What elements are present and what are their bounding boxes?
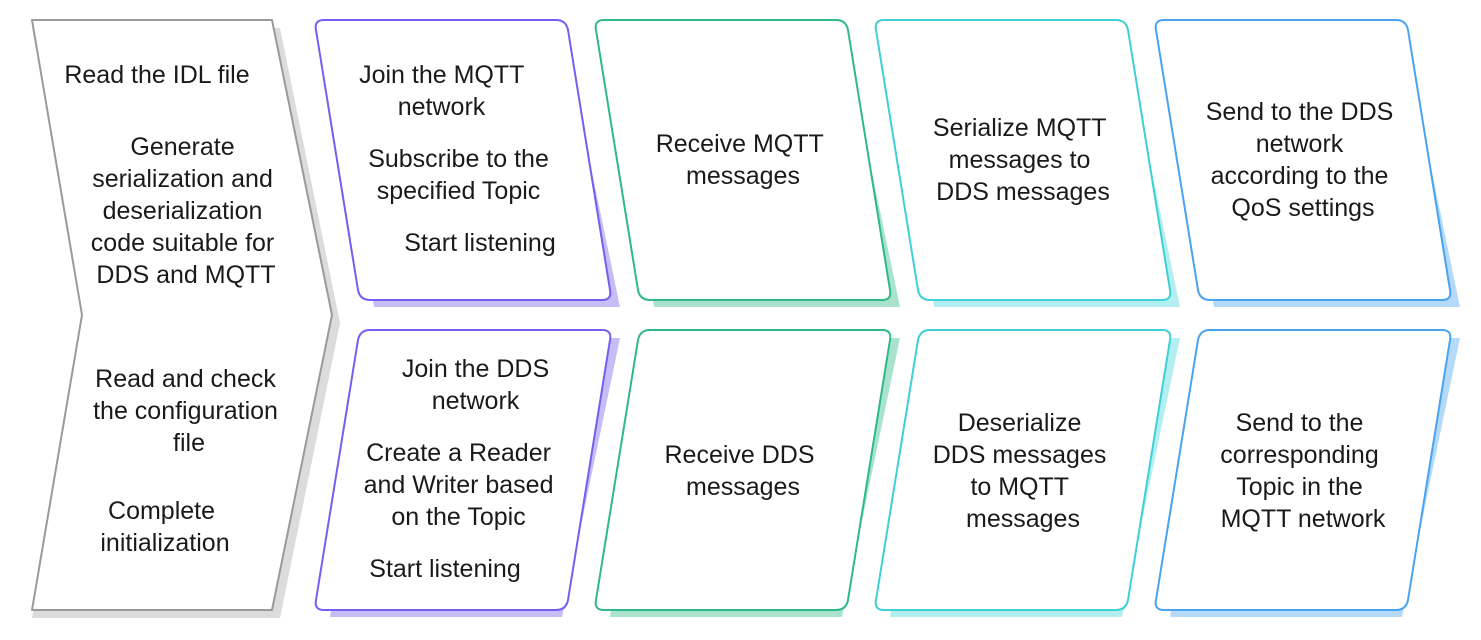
init-line: Generate — [130, 133, 234, 161]
serialize-text: Serialize MQTT messages to DDS messages — [933, 114, 1113, 206]
init-line: initialization — [100, 529, 229, 557]
init-step-read-config: Read and check the configuration file — [93, 365, 285, 457]
init-step-read-idl: Read the IDL file — [64, 61, 249, 89]
box-line: Send to the — [1236, 409, 1364, 437]
box-line: network — [432, 387, 520, 415]
init-line: the configuration — [93, 397, 278, 425]
box-line: DDS messages — [933, 441, 1107, 469]
box-line: messages — [686, 162, 800, 190]
box-line: Create a Reader — [366, 439, 551, 467]
receive-dds-box: Receive DDS messages — [594, 329, 900, 617]
init-line: Read and check — [95, 365, 276, 393]
init-chevron-shape — [31, 19, 333, 611]
deserialize-text: Deserialize DDS messages to MQTT message… — [933, 409, 1114, 533]
box-line: Serialize MQTT — [933, 114, 1106, 142]
send-dds-text: Send to the DDS network according to the… — [1206, 98, 1401, 222]
box-line: Join the MQTT — [359, 61, 524, 89]
init-line: deserialization — [103, 197, 263, 225]
box-shape — [314, 329, 612, 611]
init-step-complete: Complete initialization — [100, 497, 229, 557]
box-shape — [874, 19, 1172, 301]
serialize-box: Serialize MQTT messages to DDS messages — [874, 19, 1180, 307]
init-line: code suitable for — [91, 229, 274, 257]
dds-join-text: Join the DDS network Create a Reader and… — [364, 355, 561, 583]
box-line: to MQTT — [970, 473, 1068, 501]
init-line: DDS and MQTT — [96, 261, 275, 289]
box-line: specified Topic — [377, 177, 541, 205]
box-line: network — [1256, 130, 1344, 158]
box-line: QoS settings — [1231, 194, 1374, 222]
init-step-generate-code: Generate serialization and deserializati… — [91, 133, 281, 289]
box-line: Deserialize — [958, 409, 1082, 437]
box-shape — [874, 329, 1172, 611]
init-line: Read the IDL file — [64, 61, 249, 89]
deserialize-box: Deserialize DDS messages to MQTT message… — [874, 329, 1180, 617]
box-shape — [1154, 329, 1452, 611]
box-line: Subscribe to the — [368, 145, 549, 173]
init-line: file — [173, 429, 205, 457]
send-mqtt-box: Send to the corresponding Topic in the M… — [1154, 329, 1460, 617]
dds-join-box: Join the DDS network Create a Reader and… — [314, 329, 620, 617]
init-line: Complete — [108, 497, 215, 525]
mqtt-join-text: Join the MQTT network Subscribe to the s… — [359, 61, 556, 257]
receive-dds-text: Receive DDS messages — [664, 441, 821, 501]
box-line: Start listening — [369, 555, 520, 583]
box-shape — [314, 19, 612, 301]
box-line: according to the — [1211, 162, 1389, 190]
box-shape — [594, 19, 892, 301]
receive-mqtt-box: Receive MQTT messages — [594, 19, 900, 307]
box-shape — [594, 329, 892, 611]
box-line: MQTT network — [1221, 505, 1386, 533]
box-line: and Writer based — [364, 471, 554, 499]
box-line: Join the DDS — [402, 355, 549, 383]
send-dds-box: Send to the DDS network according to the… — [1154, 19, 1460, 307]
box-line: Topic in the — [1236, 473, 1362, 501]
box-line: messages to — [949, 146, 1091, 174]
receive-mqtt-text: Receive MQTT messages — [656, 130, 831, 190]
box-line: Start listening — [404, 229, 555, 257]
mqtt-join-box: Join the MQTT network Subscribe to the s… — [314, 19, 620, 307]
box-line: Send to the DDS — [1206, 98, 1394, 126]
box-line: messages — [966, 505, 1080, 533]
box-line: on the Topic — [391, 503, 525, 531]
box-shape — [1154, 19, 1452, 301]
send-mqtt-text: Send to the corresponding Topic in the M… — [1220, 409, 1386, 533]
init-chevron: Read the IDL file Generate serialization… — [31, 19, 340, 618]
box-line: DDS messages — [936, 178, 1110, 206]
box-line: corresponding — [1220, 441, 1378, 469]
init-line: serialization and — [92, 165, 273, 193]
box-line: messages — [686, 473, 800, 501]
box-line: Receive DDS — [664, 441, 814, 469]
box-line: Receive MQTT — [656, 130, 824, 158]
box-line: network — [398, 93, 486, 121]
